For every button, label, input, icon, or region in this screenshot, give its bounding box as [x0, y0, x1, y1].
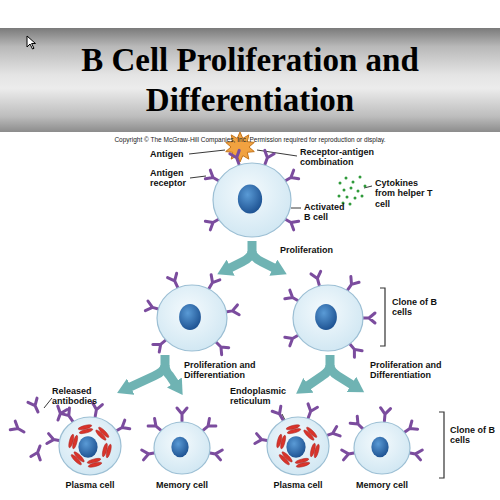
- cell-name: Memory cell: [350, 480, 414, 490]
- bracket-label: Clone of B cells: [392, 297, 440, 318]
- plasma-cell: [255, 404, 340, 475]
- bracket-label: Clone of B cells: [450, 425, 496, 446]
- split-arrows: [128, 241, 354, 388]
- bracket: [439, 412, 444, 478]
- endoplasmic-reticulum: [309, 443, 316, 457]
- cytokine-dot: [350, 187, 353, 190]
- endoplasmic-reticulum: [87, 457, 101, 464]
- cytokine-dot: [352, 181, 355, 184]
- cell-membrane: [267, 417, 329, 475]
- bracket: [380, 288, 385, 346]
- endoplasmic-reticulum: [101, 443, 108, 457]
- antigen-receptor: [304, 404, 318, 420]
- leader-line: [44, 398, 52, 408]
- cytokine-dot: [364, 185, 367, 188]
- callout-label: Activated B cell: [304, 202, 352, 223]
- callout-label: Antigen: [150, 149, 195, 159]
- cytokine-dot: [349, 203, 352, 206]
- leader-line: [257, 150, 297, 156]
- endoplasmic-reticulum: [295, 457, 309, 464]
- differentiation-arrow: [306, 355, 330, 387]
- endoplasmic-reticulum: [79, 428, 93, 435]
- mouse-cursor: [27, 36, 36, 49]
- callout-label: Released antibodies: [52, 386, 104, 407]
- cell-membrane: [354, 422, 410, 474]
- callout-label: Receptor-antigen combination: [300, 147, 390, 168]
- cytokine-dot: [354, 197, 357, 200]
- plasma-cell: [47, 403, 130, 475]
- antigen-receptor: [31, 444, 45, 460]
- endoplasmic-reticulum: [280, 435, 287, 449]
- nucleus: [371, 437, 388, 458]
- cytokine-dot: [359, 176, 362, 179]
- cell-membrane: [59, 417, 121, 475]
- nucleus: [238, 185, 262, 214]
- differentiation-arrow: [165, 365, 176, 385]
- antigen-receptor: [362, 313, 375, 323]
- leader-lines: [44, 150, 372, 432]
- nucleus: [286, 436, 305, 458]
- endoplasmic-reticulum: [303, 429, 315, 441]
- antigen-receptor: [177, 408, 187, 421]
- cell-membrane: [293, 285, 363, 351]
- leader-line: [189, 150, 225, 154]
- arrow-label: Proliferation and Differentiation: [370, 360, 466, 381]
- b-cell: [142, 408, 223, 474]
- antigen-receptor: [10, 421, 26, 436]
- antigen-receptor: [379, 408, 390, 422]
- nucleus: [179, 304, 201, 330]
- cell-name: Plasma cell: [266, 480, 330, 490]
- cells: [10, 132, 422, 475]
- cell-membrane: [157, 285, 227, 351]
- callout-label: Antigen receptor: [150, 168, 195, 189]
- differentiation-arrow: [330, 365, 354, 386]
- proliferation-arrow: [252, 251, 276, 269]
- slide-title: B Cell Proliferation and Differentiation: [20, 40, 480, 120]
- callout-label: Endoplasmic reticulum: [230, 386, 292, 407]
- cell-membrane: [213, 163, 291, 237]
- callout-label: Cytokines from helper T cell: [375, 178, 435, 209]
- b-cell: [342, 408, 423, 474]
- cytokine-dot: [361, 195, 364, 198]
- b-cell: [285, 271, 375, 357]
- cytokine-dot: [346, 196, 349, 199]
- cell-name: Plasma cell: [58, 480, 122, 490]
- arrow-label: Proliferation: [280, 245, 350, 255]
- antigen-receptor: [28, 398, 43, 414]
- arrow-label: Proliferation and Differentiation: [184, 360, 280, 381]
- copyright-note: Copyright © The McGraw-Hill Companies, I…: [100, 136, 400, 143]
- b-cell: [205, 150, 298, 237]
- cytokine-dot: [343, 189, 346, 192]
- cytokine-dot: [339, 182, 342, 185]
- differentiation-arrow: [128, 355, 165, 388]
- cytokine-dot: [338, 195, 341, 198]
- cytokine-dot: [357, 190, 360, 193]
- nucleus: [171, 437, 188, 458]
- endoplasmic-reticulum: [287, 428, 301, 435]
- nucleus: [315, 304, 337, 330]
- leader-line: [291, 208, 301, 209]
- endoplasmic-reticulum: [72, 435, 79, 449]
- nucleus: [78, 436, 97, 458]
- cytokine-dot: [345, 177, 348, 180]
- leader-line: [190, 176, 206, 178]
- antigen-receptor: [311, 271, 324, 286]
- cell-membrane: [154, 422, 210, 474]
- antigen-receptor: [53, 406, 67, 422]
- cell-name: Memory cell: [150, 480, 214, 490]
- b-cell: [145, 273, 239, 354]
- endoplasmic-reticulum: [95, 429, 107, 441]
